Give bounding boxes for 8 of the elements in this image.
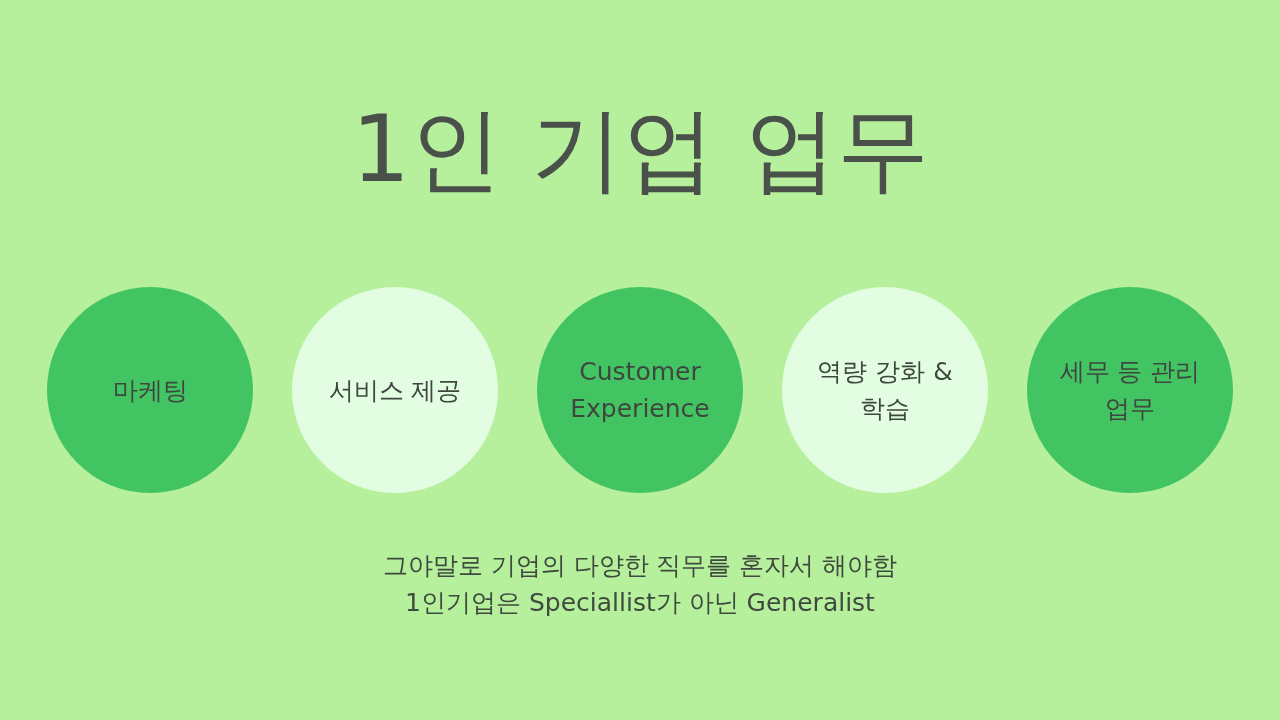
note-text: 그야말로 기업의 다양한 직무를 혼자서 해야함 bbox=[381, 550, 899, 582]
note-text: 1인기업은 Speciallist가 아닌 Generalist bbox=[404, 587, 876, 619]
node-label: Customer Experience bbox=[569, 356, 711, 425]
node-label: 역량 강화 & 학습 bbox=[816, 356, 954, 425]
node-label: 마케팅 bbox=[111, 374, 189, 407]
node-label: 세무 등 관리업무 bbox=[1058, 356, 1202, 425]
title: 1인 기업 업무 bbox=[350, 95, 930, 205]
node-label: 서비스 제공 bbox=[327, 374, 463, 407]
